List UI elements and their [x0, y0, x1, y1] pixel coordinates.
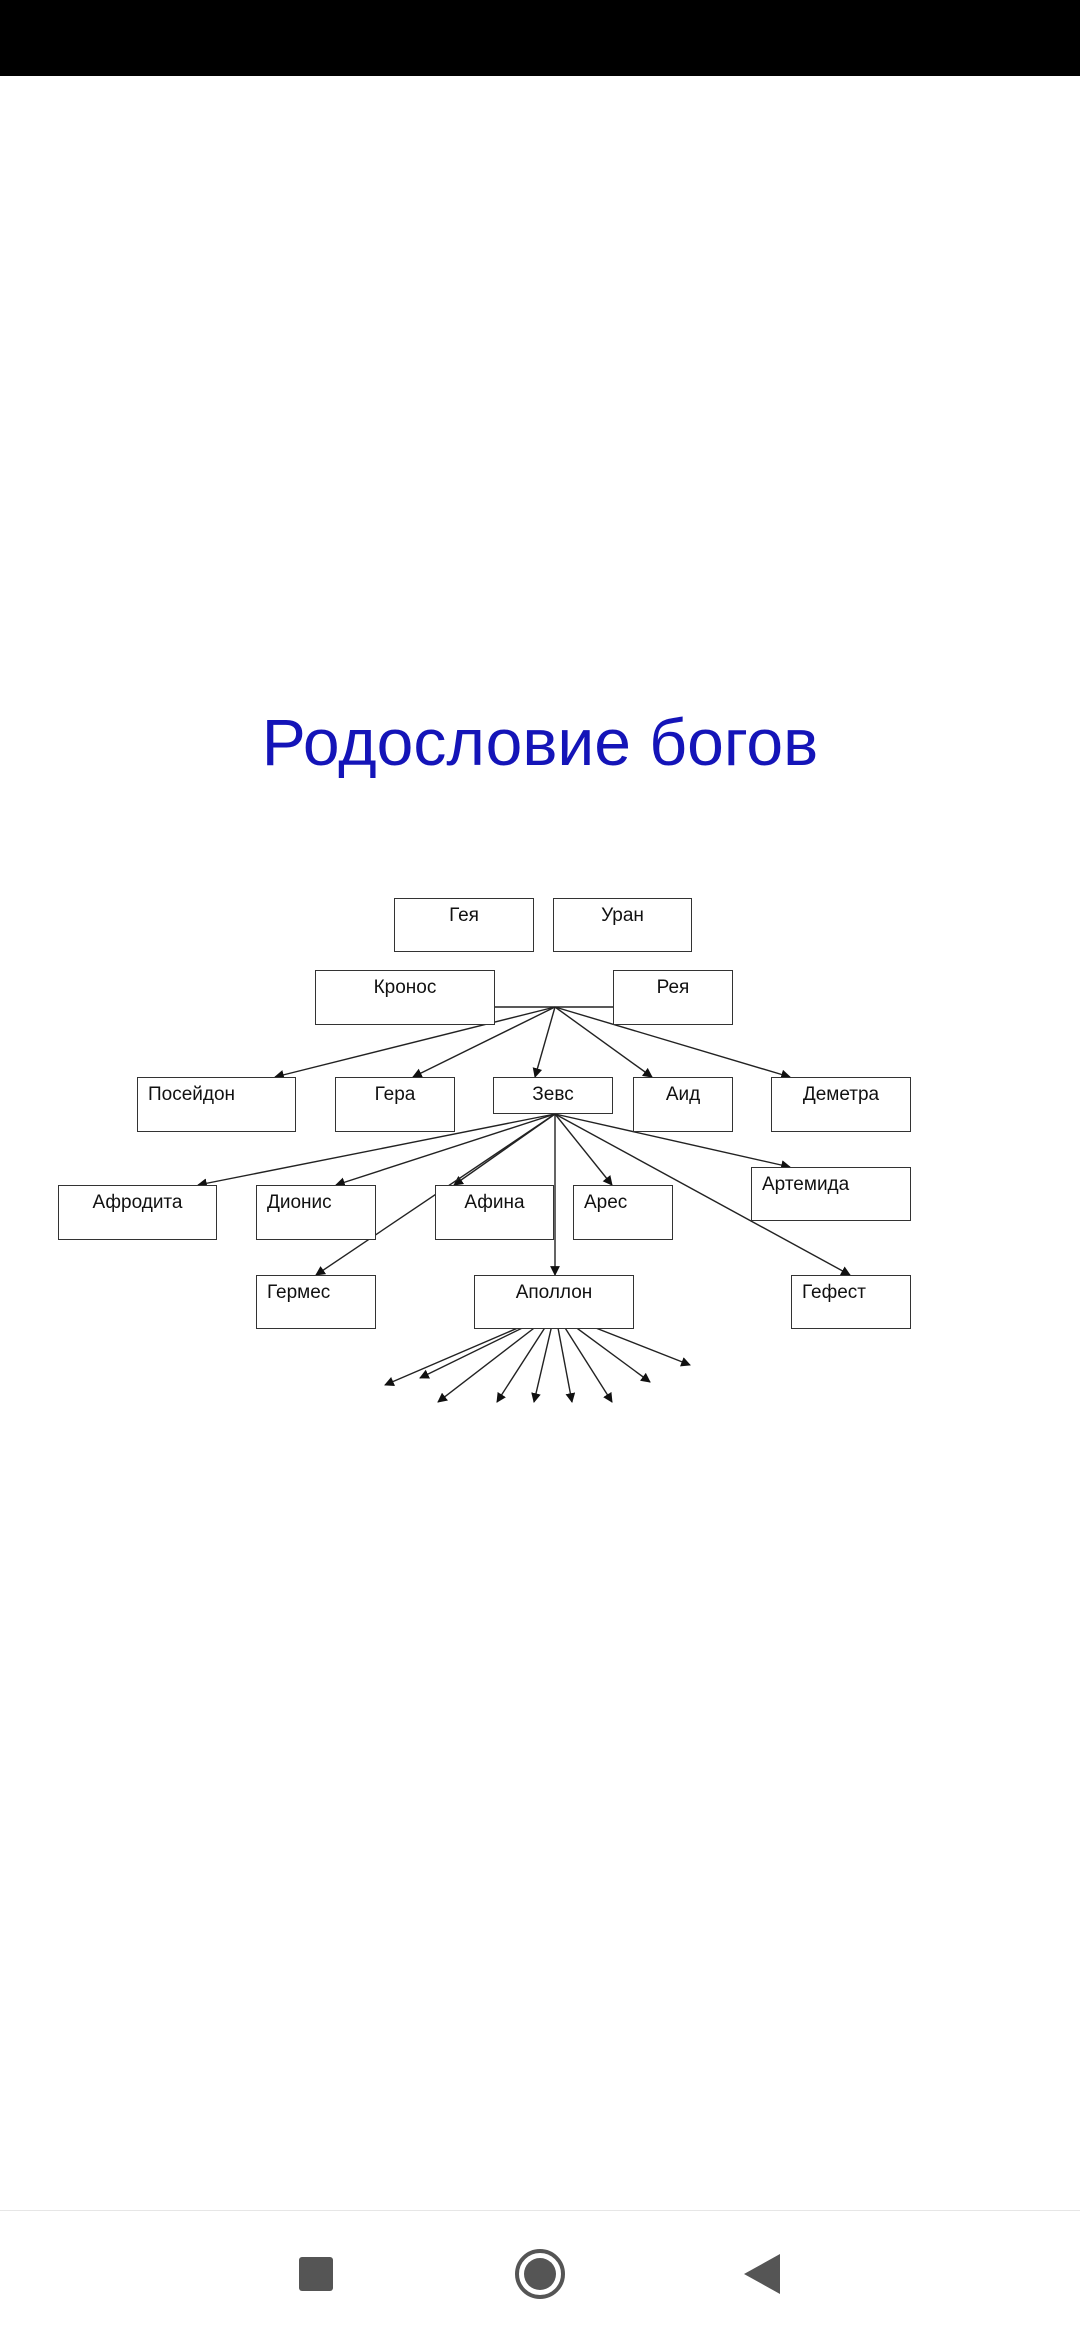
- edge-kronos_reya-demetra: [554, 1006, 791, 1080]
- home-button[interactable]: [480, 2211, 600, 2341]
- edge-kronos_reya-aid: [554, 1006, 653, 1078]
- diagram-title: Родословие богов: [261, 705, 819, 779]
- node-germes: Гермес: [256, 1275, 376, 1329]
- edge-kronos_reya-zevs: [532, 1006, 556, 1078]
- edge-zevs-dionis: [335, 1113, 556, 1187]
- edge-zevs-gefest: [554, 1113, 851, 1276]
- node-aid: Аид: [633, 1077, 733, 1132]
- node-uran: Уран: [553, 898, 692, 952]
- edge-zevs-artemida: [554, 1113, 791, 1170]
- node-gera: Гера: [335, 1077, 455, 1132]
- node-geya: Гея: [394, 898, 534, 952]
- node-artemida: Артемида: [751, 1167, 911, 1221]
- node-poseidon: Посейдон: [137, 1077, 296, 1132]
- node-afina: Афина: [435, 1185, 554, 1240]
- status-bar: [0, 0, 1080, 76]
- node-demetra: Деметра: [771, 1077, 911, 1132]
- recents-button[interactable]: [256, 2211, 376, 2341]
- back-button[interactable]: [702, 2211, 822, 2341]
- node-zevs: Зевс: [493, 1077, 613, 1114]
- diagram-canvas: [0, 76, 1080, 2210]
- node-apollon: Аполлон: [474, 1275, 634, 1329]
- node-dionis: Дионис: [256, 1185, 376, 1240]
- node-kronos: Кронос: [315, 970, 495, 1025]
- edge-kronos_reya-gera: [412, 1006, 556, 1078]
- square-icon: [299, 2256, 333, 2296]
- navigation-bar: [0, 2210, 1080, 2341]
- node-ares: Арес: [573, 1185, 673, 1240]
- triangle-back-icon: [744, 2253, 780, 2299]
- edge-kronos_reya-poseidon: [274, 1006, 556, 1080]
- edge-zevs-afrodita: [197, 1113, 556, 1189]
- node-afrodita: Афродита: [58, 1185, 217, 1240]
- node-gefest: Гефест: [791, 1275, 911, 1329]
- circle-icon: [514, 2248, 566, 2305]
- edge-zevs-ares: [554, 1113, 613, 1186]
- node-reya: Рея: [613, 970, 733, 1025]
